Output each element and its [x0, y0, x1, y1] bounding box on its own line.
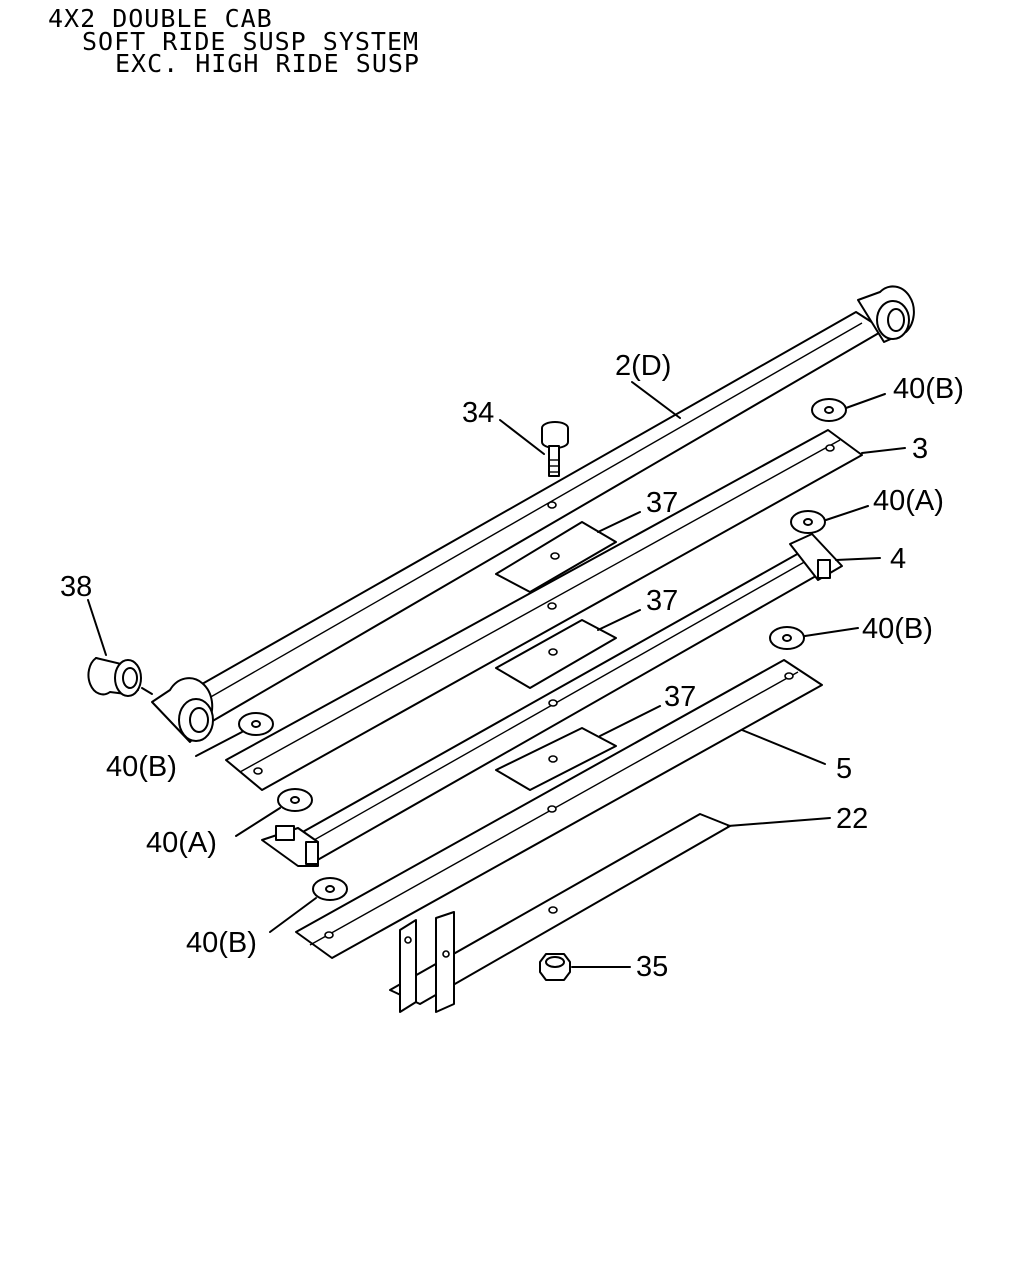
nut-35: [539, 953, 571, 981]
callout-40a-left: 40(A): [146, 827, 217, 859]
bushing-38: [87, 657, 142, 697]
washer-40b-top: [811, 398, 847, 422]
bracket-front: [435, 911, 455, 1013]
callout-40b-top: 40(B): [893, 373, 964, 405]
callout-38: 38: [60, 571, 92, 603]
callout-4: 4: [890, 543, 906, 575]
callout-34: 34: [462, 397, 494, 429]
callout-40b-left: 40(B): [106, 751, 177, 783]
callout-35: 35: [636, 951, 668, 983]
callout-22: 22: [836, 803, 868, 835]
callout-37-lower: 37: [664, 681, 696, 713]
washer-40b-left: [238, 712, 274, 736]
header-line-3: EXC. HIGH RIDE SUSP: [115, 49, 420, 78]
callout-40b-mid: 40(B): [862, 613, 933, 645]
callout-40a-top: 40(A): [873, 485, 944, 517]
callout-40b-bottom: 40(B): [186, 927, 257, 959]
header-line-2: SOFT RIDE SUSP SYSTEM: [82, 27, 419, 56]
washer-40b-mid: [769, 626, 805, 650]
washer-40b-bottom: [312, 877, 348, 901]
diagram-header: 4X2 DOUBLE CAB SOFT RIDE SUSP SYSTEM EXC…: [48, 4, 420, 78]
callout-2d: 2(D): [615, 350, 671, 382]
callout-3: 3: [912, 433, 928, 465]
leaf-5: [295, 659, 823, 959]
header-line-1: 4X2 DOUBLE CAB: [48, 4, 273, 33]
callout-5: 5: [836, 753, 852, 785]
main-leaf-2d: [151, 285, 915, 743]
leaf-4: [261, 533, 843, 867]
plate-22: [389, 813, 731, 1013]
bracket-rear: [399, 919, 417, 1013]
washers-40: [238, 398, 847, 901]
callout-37-upper: 37: [646, 487, 678, 519]
callout-37-middle: 37: [646, 585, 678, 617]
leaf-3: [225, 429, 863, 791]
callout-labels: 2(D) 34 40(B) 3 37 40(A) 4 37 40(B) 38 3…: [60, 350, 964, 983]
washer-40a-top: [790, 510, 826, 534]
washer-40a-left: [277, 788, 313, 812]
liner-pads-37: [495, 521, 617, 791]
center-bolt-34: [541, 421, 569, 477]
leader-lines: [87, 381, 906, 968]
